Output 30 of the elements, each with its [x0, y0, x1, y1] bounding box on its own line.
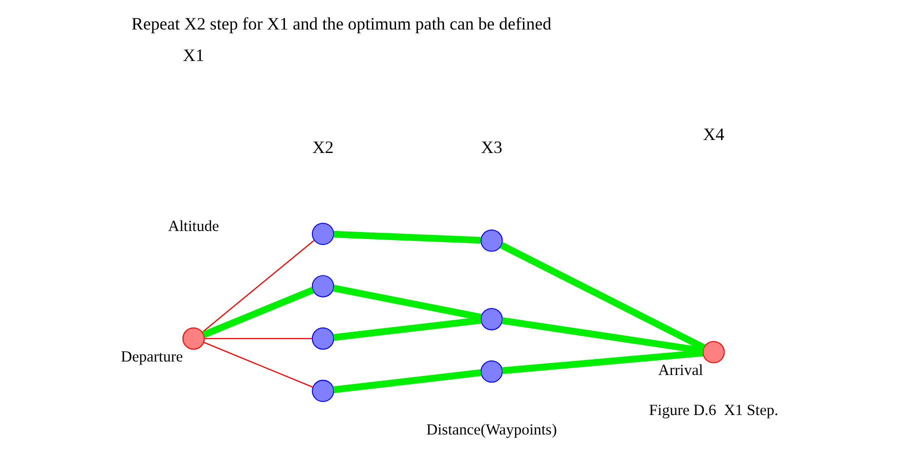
caption: Figure D.6 X1 Step.: [649, 402, 778, 419]
label: X4: [702, 124, 724, 144]
diagram-title: Repeat X2 step for X1 and the optimum path can be defined: [131, 14, 552, 34]
label: Altitude: [168, 218, 219, 235]
label: X3: [481, 136, 502, 157]
node-circle: [182, 327, 205, 350]
node-circle: [312, 327, 334, 350]
connector: [502, 317, 704, 354]
connector: [202, 286, 314, 338]
node-circle: [312, 275, 334, 298]
label: X2: [312, 136, 334, 157]
node-circle: [702, 341, 725, 364]
node-circle: [312, 380, 334, 402]
node-label: Arrival: [658, 362, 704, 380]
connector: [333, 316, 482, 341]
connector: [202, 240, 314, 332]
connector: [500, 242, 706, 351]
connector: [332, 284, 482, 321]
connector: [502, 350, 704, 374]
node-circle: [480, 230, 503, 252]
label: Distance(Waypoints): [426, 421, 557, 438]
node-circle: [312, 222, 334, 246]
label: X1: [182, 44, 204, 65]
node-circle: [480, 360, 503, 383]
connector: [334, 230, 481, 244]
node-circle: [480, 308, 503, 330]
connector: [204, 342, 314, 388]
connector: [333, 369, 482, 394]
node-label: Departure: [120, 348, 183, 366]
connector: [204, 338, 312, 340]
